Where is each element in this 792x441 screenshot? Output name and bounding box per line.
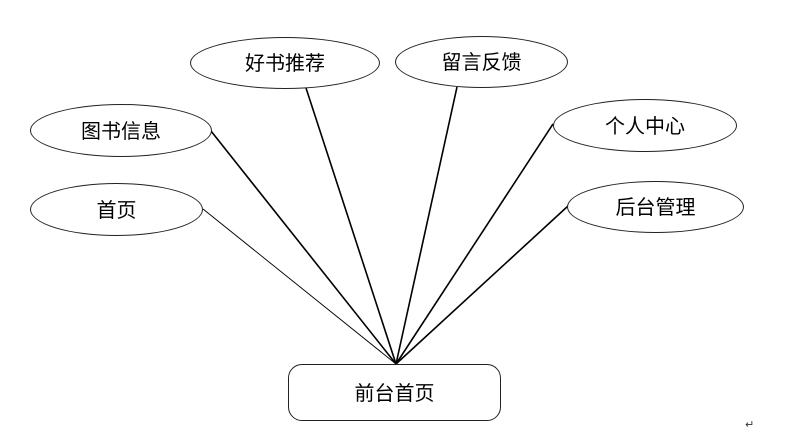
node-home-label: 首页 [96,197,137,222]
node-front-home-label: 前台首页 [354,380,435,405]
node-book-recommend-label: 好书推荐 [245,51,325,75]
node-admin[interactable]: 后台管理 [567,181,744,233]
node-feedback-label: 留言反馈 [441,50,522,74]
connector-book-info [210,130,397,365]
node-book-info-label: 图书信息 [81,118,161,143]
connector-home [202,208,397,365]
connector-personal-center [395,123,554,365]
node-book-recommend[interactable]: 好书推荐 [190,37,380,89]
node-feedback[interactable]: 留言反馈 [395,36,568,88]
node-front-home[interactable]: 前台首页 [288,364,501,421]
node-personal-center[interactable]: 个人中心 [553,99,737,152]
node-admin-label: 后台管理 [615,195,696,219]
connector-feedback [395,86,458,365]
connector-book-recommend [305,87,397,365]
node-home[interactable]: 首页 [30,183,203,236]
connector-admin [395,205,569,365]
paragraph-mark: ↵ [745,418,755,431]
node-book-info[interactable]: 图书信息 [30,104,212,157]
node-personal-center-label: 个人中心 [605,113,685,138]
